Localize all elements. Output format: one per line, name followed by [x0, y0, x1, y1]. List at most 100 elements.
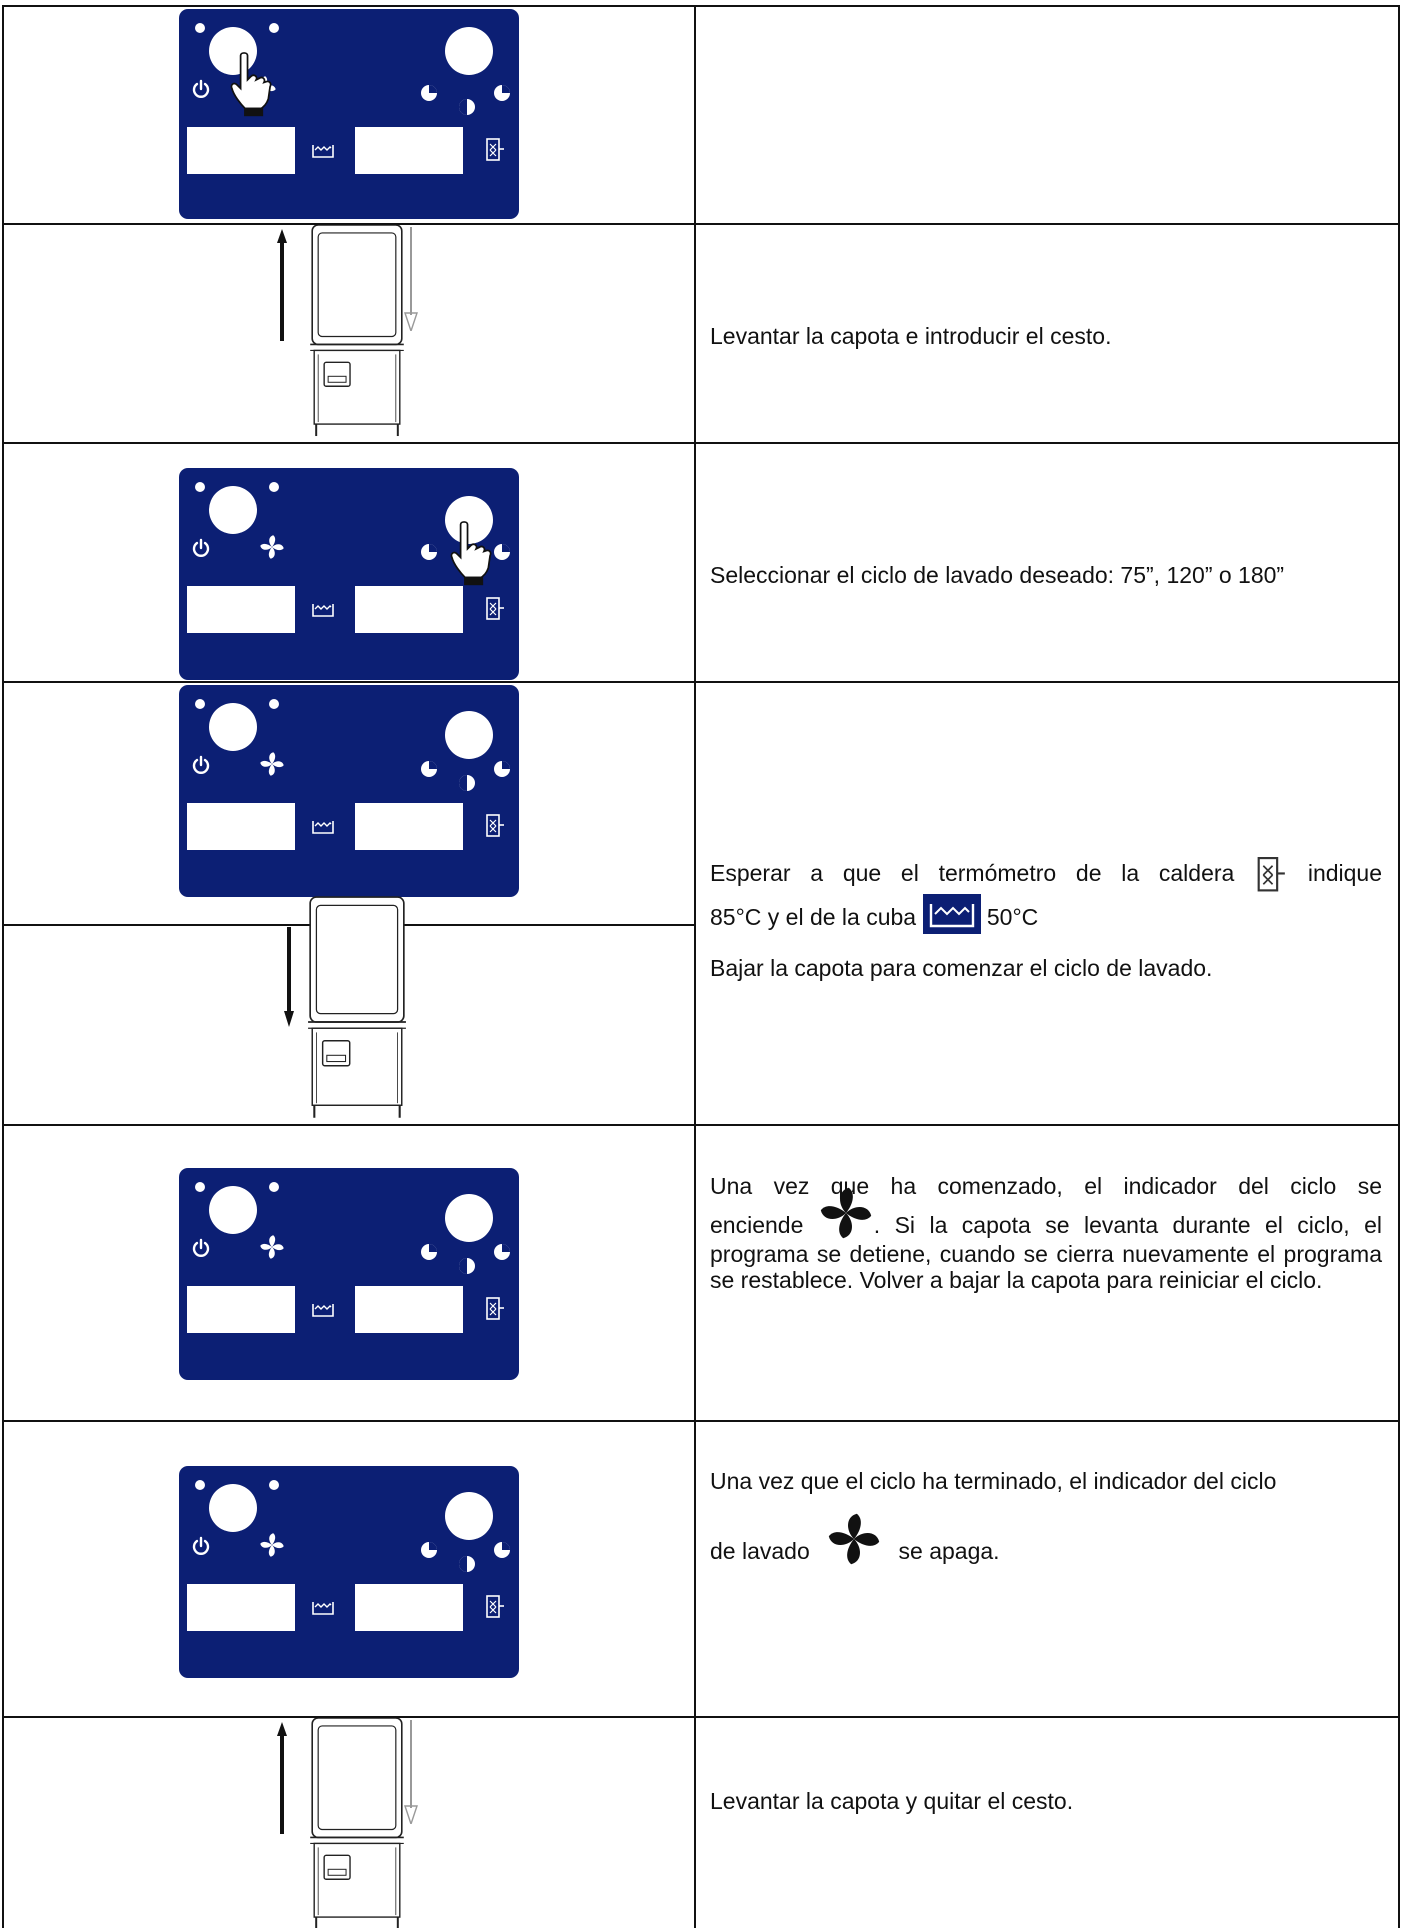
cycle-120-icon [457, 773, 477, 793]
boiler-display [355, 127, 463, 174]
arrow-up-icon [277, 229, 287, 341]
tank-display [187, 1584, 295, 1631]
step-6-line-1: Una vez que el ciclo ha terminado, el in… [710, 1468, 1277, 1494]
step-4-line-1: Esperar a que el termómetro de la calder… [710, 855, 1382, 895]
power-icon [191, 1238, 211, 1258]
step-5-text: Una vez que ha comenzado, el indicador d… [710, 1170, 1382, 1293]
tank-display [187, 586, 295, 633]
column-divider [694, 5, 696, 1928]
step-6-text: Una vez que el ciclo ha terminado, el in… [710, 1465, 1382, 1567]
cycle-120-icon [457, 1554, 477, 1574]
boiler-thermometer-icon [485, 1296, 505, 1322]
tank-icon [311, 602, 335, 618]
cycle-180-icon [492, 759, 512, 779]
power-button [209, 27, 257, 75]
instruction-table: Levantar la capota e introducir el cesto… [2, 5, 1400, 1928]
control-panel [179, 685, 519, 897]
power-button [209, 1484, 257, 1532]
boiler-thermometer-icon [485, 596, 505, 622]
power-icon [191, 538, 211, 558]
cycle-75-icon [419, 759, 439, 779]
tank-icon [311, 819, 335, 835]
cycle-180-icon [492, 1540, 512, 1560]
tank-display [187, 1286, 295, 1333]
step-4-line-3: Bajar la capota para comenzar el ciclo d… [710, 954, 1213, 981]
table-border-top [2, 5, 1400, 7]
control-panel [179, 1466, 519, 1678]
row-divider [2, 223, 1400, 225]
step-4-line-2: 85°C y el de la cuba 50°C [710, 893, 1382, 934]
boiler-thermometer-icon [485, 813, 505, 839]
cycle-75-icon [419, 1540, 439, 1560]
arrow-down-icon [284, 927, 294, 1027]
wash-cycle-fan-icon [259, 751, 285, 777]
power-button [209, 486, 257, 534]
dishwasher-illustration [292, 1718, 422, 1928]
pointing-hand-icon [225, 49, 277, 121]
cycle-180-icon [492, 83, 512, 103]
tank-icon [922, 893, 981, 934]
step-6-image [2, 1422, 696, 1716]
indicator-dot [195, 482, 205, 492]
table-border-right [1398, 5, 1400, 1928]
row-divider [2, 1124, 1400, 1126]
step-3-image [2, 444, 696, 681]
control-panel [179, 9, 519, 219]
step-5-image [2, 1126, 696, 1420]
arrow-down-outline-icon [404, 1720, 418, 1824]
power-icon [191, 79, 211, 99]
tank-icon [311, 143, 335, 159]
step-2-image [2, 225, 696, 442]
indicator-dot [195, 699, 205, 709]
row-divider [2, 681, 1400, 683]
tank-display [187, 127, 295, 174]
step-3-text: Seleccionar el ciclo de lavado deseado: … [710, 562, 1285, 588]
step-4-image [2, 683, 696, 1124]
step-7-text: Levantar la capota y quitar el cesto. [710, 1788, 1074, 1814]
indicator-dot [269, 699, 279, 709]
step-4-text: Esperar a que el termómetro de la calder… [710, 855, 1382, 981]
power-button [209, 703, 257, 751]
wash-cycle-fan-icon [818, 1185, 874, 1241]
indicator-dot [269, 1480, 279, 1490]
wash-cycle-fan-icon [259, 534, 285, 560]
arrow-up-icon [277, 1722, 287, 1834]
step-2-text: Levantar la capota e introducir el cesto… [710, 323, 1112, 349]
cycle-75-icon [419, 1242, 439, 1262]
step-1-image [2, 7, 696, 223]
cycle-button [445, 27, 493, 75]
dishwasher-illustration [292, 895, 422, 1124]
boiler-display [355, 1584, 463, 1631]
step-5-line-1: Una vez que ha comenzado, el indicador d… [710, 1173, 1382, 1199]
cycle-button [445, 1492, 493, 1540]
cycle-120-icon [457, 97, 477, 117]
indicator-dot [195, 1480, 205, 1490]
control-panel [179, 468, 519, 680]
arrow-down-outline-icon [404, 227, 418, 331]
boiler-thermometer-icon [485, 137, 505, 163]
boiler-thermometer-icon [1257, 857, 1285, 892]
row-divider [2, 442, 1400, 444]
cycle-button [445, 711, 493, 759]
cycle-button [445, 1194, 493, 1242]
cycle-180-icon [492, 1242, 512, 1262]
indicator-dot [195, 1182, 205, 1192]
indicator-dot [269, 23, 279, 33]
cycle-75-icon [419, 542, 439, 562]
control-panel [179, 1168, 519, 1380]
step-7-image [2, 1718, 696, 1928]
tank-icon [311, 1302, 335, 1318]
power-icon [191, 755, 211, 775]
dishwasher-illustration [292, 225, 422, 442]
tank-icon [311, 1600, 335, 1616]
tank-display [187, 803, 295, 850]
boiler-display [355, 586, 463, 633]
wash-cycle-fan-icon [826, 1511, 882, 1567]
indicator-dot [195, 23, 205, 33]
wash-cycle-fan-icon [259, 1234, 285, 1260]
indicator-dot [269, 482, 279, 492]
row-divider [2, 1420, 1400, 1422]
pointing-hand-icon [445, 518, 497, 590]
power-button [209, 1186, 257, 1234]
boiler-display [355, 1286, 463, 1333]
